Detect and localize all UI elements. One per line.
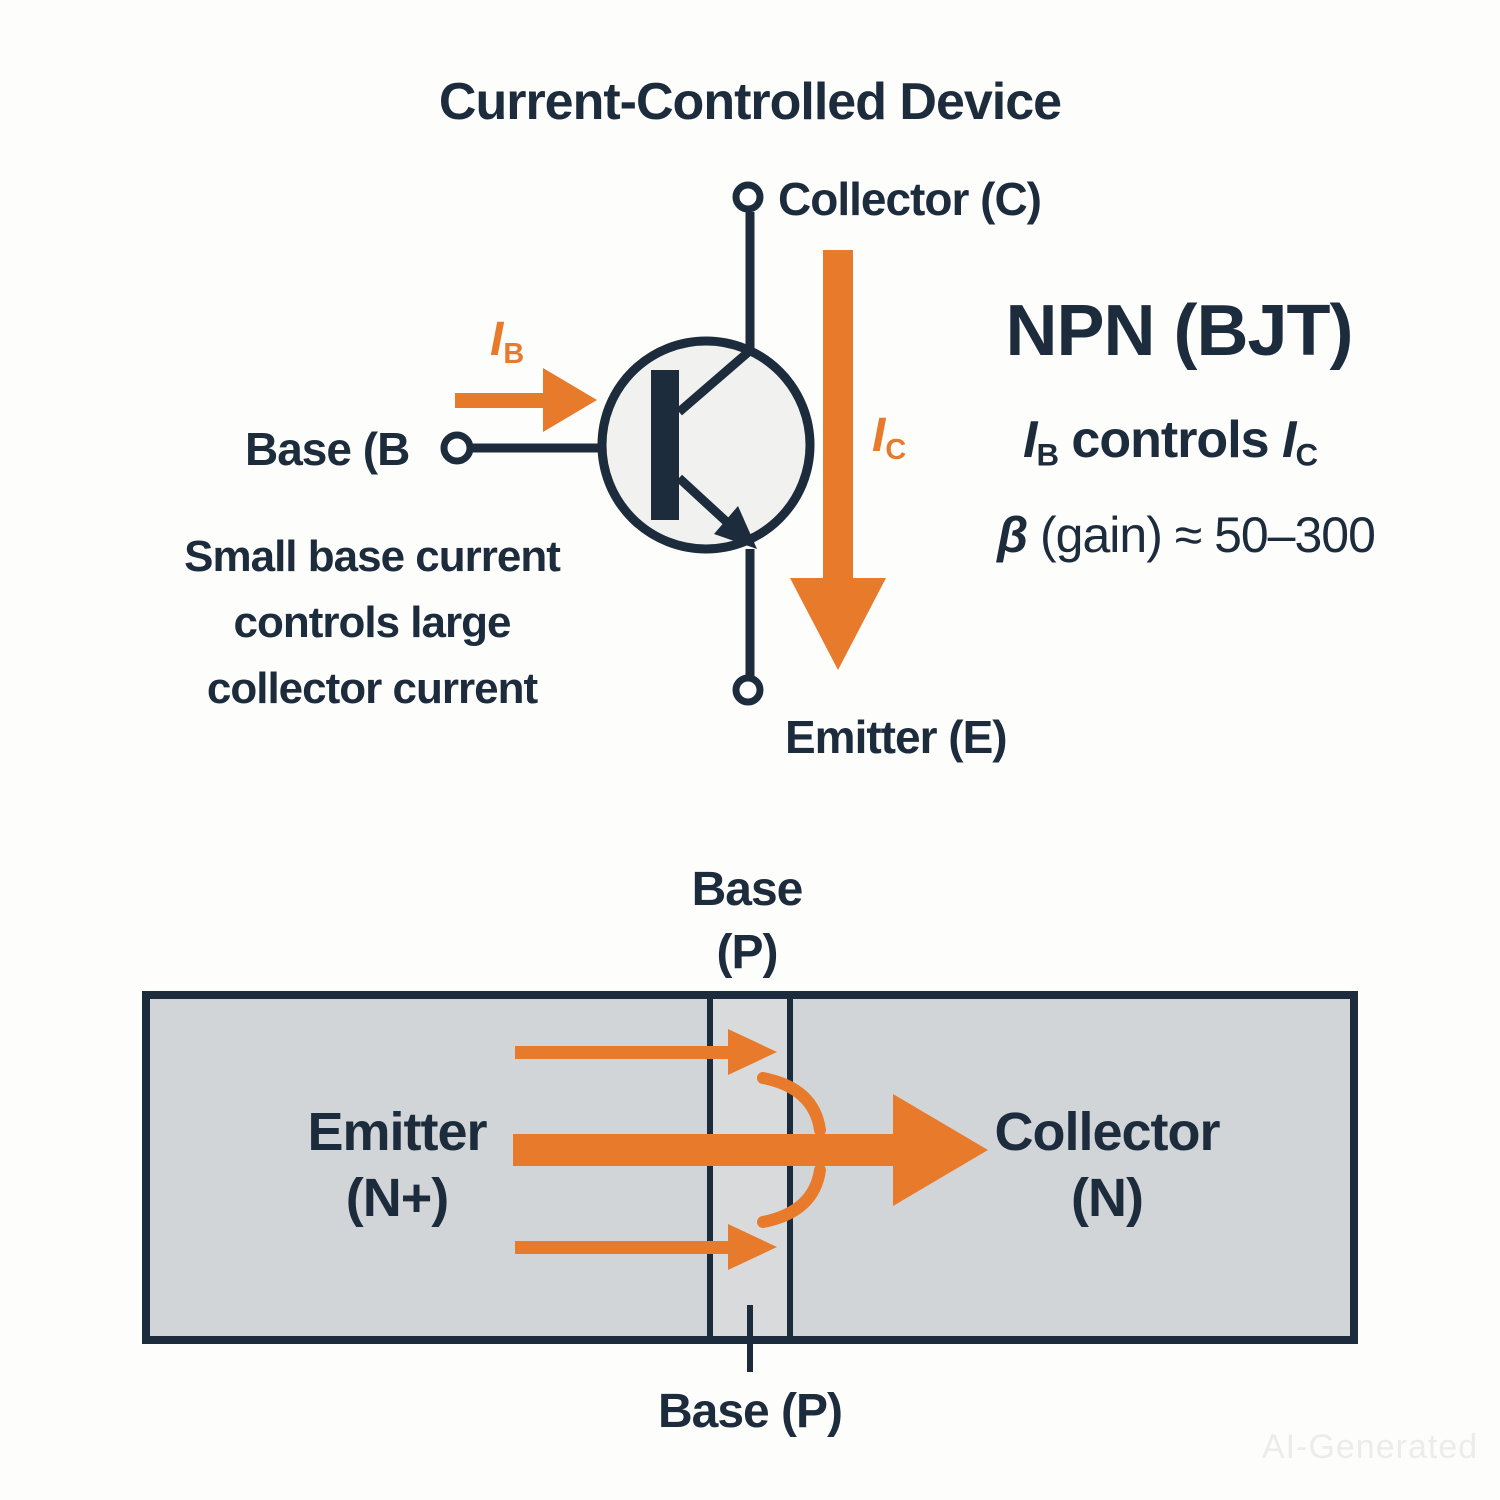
caption-line-2: controls large <box>233 598 512 647</box>
base-top-line-1: Base <box>691 863 804 916</box>
relation-s2: C <box>1295 437 1318 473</box>
relation-i1: I <box>1023 411 1037 469</box>
ic-current-label: IC <box>872 408 906 467</box>
caption-line-3: collector current <box>206 664 538 713</box>
transistor-emitter-lead <box>675 474 734 529</box>
caption-line-1: Small base current <box>184 532 561 581</box>
emitter-label: Emitter (E) <box>785 711 1008 763</box>
relation-middle: controls <box>1057 411 1283 469</box>
base-top-line-2: (P) <box>716 926 779 980</box>
ib-arrowhead-icon <box>543 368 597 432</box>
emitter-region-line-1: Emitter <box>307 1102 487 1162</box>
ic-subscript: C <box>885 434 907 467</box>
base-top-label: Base (P) <box>691 858 804 985</box>
flow-arrow-main-head-icon <box>893 1094 988 1206</box>
ib-arrow-shaft <box>455 393 547 408</box>
device-type-heading: NPN (BJT) <box>1005 291 1354 371</box>
collector-label: Collector (C) <box>778 173 1042 225</box>
ib-symbol: I <box>490 313 504 366</box>
transistor-circle-icon <box>597 336 815 554</box>
relation-line: IB controls IC <box>1023 410 1318 474</box>
emitter-terminal-icon <box>732 674 764 706</box>
collector-terminal-icon <box>732 181 764 213</box>
base-terminal-icon <box>440 431 474 465</box>
flow-arrow-top-shaft <box>515 1046 730 1059</box>
relation-s1: B <box>1036 437 1059 473</box>
emitter-arrowhead-icon <box>714 506 757 549</box>
diagram-title: Current-Controlled Device <box>438 73 1062 131</box>
base-bottom-label: Base (P) <box>657 1385 843 1438</box>
beta-symbol: β <box>997 507 1028 563</box>
flow-arrow-bottom-shaft <box>515 1241 730 1254</box>
collector-region-line-1: Collector <box>994 1102 1220 1162</box>
flow-arrow-bottom-head-icon <box>728 1224 777 1270</box>
emitter-region-line-2: (N+) <box>345 1167 450 1228</box>
relation-i2: I <box>1282 411 1296 469</box>
gain-text: (gain) ≈ 50–300 <box>1027 507 1376 563</box>
flow-merge-curve-bottom <box>757 1164 826 1228</box>
watermark: AI-Generated <box>1262 1428 1479 1466</box>
flow-arrow-top-head-icon <box>728 1029 777 1075</box>
ic-arrow-shaft <box>823 250 853 582</box>
collector-region-line-2: (N) <box>1071 1167 1144 1228</box>
ib-current-label: IB <box>490 312 524 371</box>
flow-arrow-main-shaft <box>513 1134 895 1166</box>
gain-line: β (gain) ≈ 50–300 <box>997 506 1376 564</box>
base-label: Base (B <box>245 423 410 475</box>
transistor-base-bar <box>651 370 679 520</box>
ic-arrowhead-icon <box>790 578 886 670</box>
flow-merge-curve-top <box>757 1072 826 1136</box>
ic-symbol: I <box>872 409 886 462</box>
emitter-region-label: Emitter (N+) <box>307 1100 487 1232</box>
collector-region-label: Collector (N) <box>994 1100 1220 1232</box>
transistor-collector-lead <box>676 344 756 416</box>
schematic-caption: Small base current controls large collec… <box>184 524 561 722</box>
ib-subscript: B <box>503 338 525 371</box>
